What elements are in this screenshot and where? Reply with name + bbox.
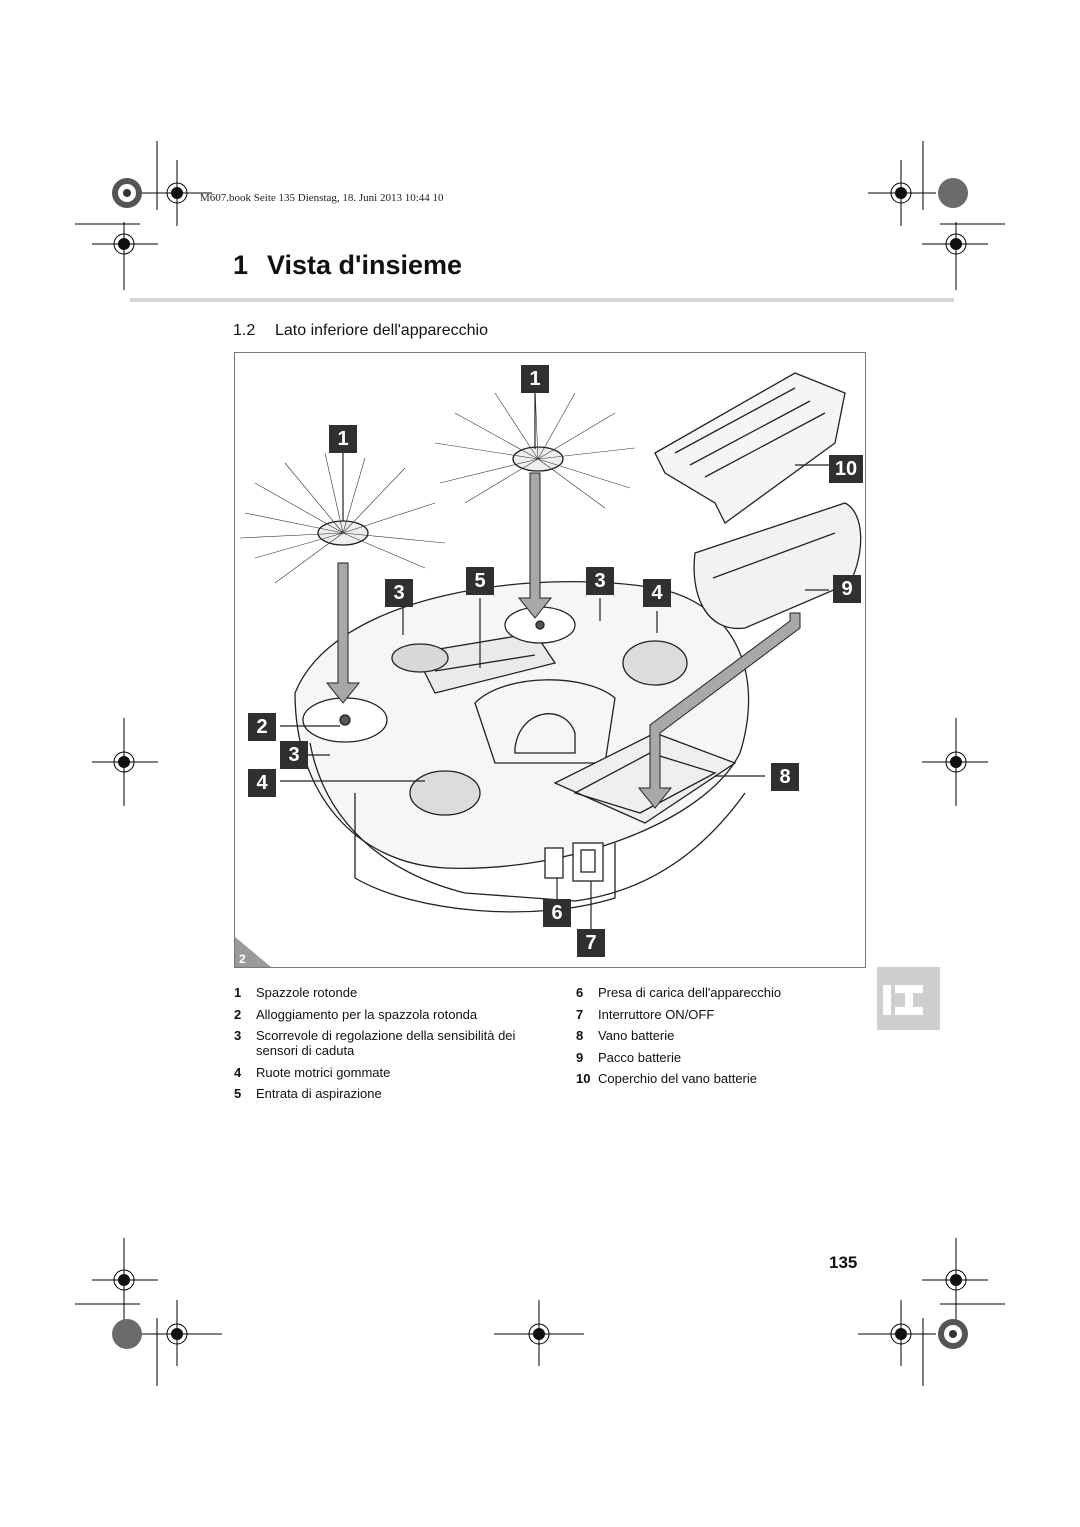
legend-number: 10: [576, 1071, 591, 1087]
legend-item: 9 Pacco batterie: [576, 1050, 781, 1065]
callout-7-power-switch: 7: [577, 929, 605, 957]
figure-number-tab: [235, 937, 271, 967]
legend-number: 6: [576, 985, 584, 1000]
robot-underside-figure: 1 1 10 3 5 3 4 9 2 3 4 8 6 7 2: [234, 352, 866, 968]
legend-text: Spazzole rotonde: [256, 985, 358, 1000]
legend-text: Alloggiamento per la spazzola rotonda: [256, 1006, 478, 1022]
legend-text: Scorrevole di regolazione della sensibil…: [256, 1028, 516, 1059]
legend-number: 4: [234, 1064, 242, 1080]
legend-text: Coperchio del vano batterie: [598, 1071, 757, 1087]
legend-number: 1: [234, 985, 242, 1000]
legend-item: 3 Scorrevole di regolazione della sensib…: [234, 1028, 531, 1058]
legend-item: 4 Ruote motrici gommate: [234, 1065, 531, 1080]
callout-9-battery-pack: 9: [833, 575, 861, 603]
section-heading: 1.2 Lato inferiore dell'apparecchio: [233, 322, 488, 340]
chapter-title: 1 Vista d'insieme: [233, 250, 462, 281]
print-header: M607.book Seite 135 Dienstag, 18. Juni 2…: [200, 192, 444, 204]
callout-3-cliff-slider-right: 3: [586, 567, 614, 595]
chapter-rule: [130, 298, 954, 302]
callout-5-suction-inlet: 5: [466, 567, 494, 595]
italy-tab-icon: [883, 985, 923, 1015]
callout-10-battery-cover: 10: [829, 455, 863, 483]
legend-number: 7: [576, 1006, 584, 1022]
callout-3-cliff-slider-left: 3: [385, 579, 413, 607]
language-tab: [877, 967, 940, 1030]
legend-text: Vano batterie: [598, 1028, 675, 1044]
legend-text: Entrata di aspirazione: [256, 1086, 382, 1102]
legend-item: 6 Presa di carica dell'apparecchio: [576, 985, 781, 1000]
chapter-number: 1: [233, 250, 249, 280]
callout-3-cliff-slider-bottom: 3: [280, 741, 308, 769]
chapter-title-text: Vista d'insieme: [267, 250, 463, 280]
page-number: 135: [829, 1253, 858, 1272]
legend-item: 1 Spazzole rotonde: [234, 985, 531, 1000]
callout-1-right-brush: 1: [521, 365, 549, 393]
legend-text: Pacco batterie: [598, 1049, 682, 1065]
legend-item: 10 Coperchio del vano batterie: [576, 1071, 781, 1086]
callout-1-left-brush: 1: [329, 425, 357, 453]
legend-left-column: 1 Spazzole rotonde 2 Alloggiamento per l…: [234, 985, 531, 1108]
legend-item: 8 Vano batterie: [576, 1028, 781, 1043]
robot-underside-illustration: [239, 372, 862, 929]
callout-6-charging-socket: 6: [543, 899, 571, 927]
legend-text: Presa di carica dell'apparecchio: [598, 985, 782, 1000]
callout-8-battery-compartment: 8: [771, 763, 799, 791]
figure-number: 2: [239, 952, 246, 966]
callout-2-brush-socket: 2: [248, 713, 276, 741]
legend-item: 5 Entrata di aspirazione: [234, 1086, 531, 1101]
section-number: 1.2: [233, 322, 256, 339]
legend-text: Ruote motrici gommate: [256, 1064, 391, 1080]
legend-text: Interruttore ON/OFF: [598, 1006, 715, 1022]
legend-item: 2 Alloggiamento per la spazzola rotonda: [234, 1007, 531, 1022]
section-title: Lato inferiore dell'apparecchio: [275, 322, 488, 339]
callout-4-wheel-left: 4: [248, 769, 276, 797]
legend-number: 8: [576, 1028, 584, 1044]
legend-right-column: 6 Presa di carica dell'apparecchio 7 Int…: [576, 985, 781, 1093]
legend-number: 2: [234, 1006, 242, 1022]
callout-4-wheel-right: 4: [643, 579, 671, 607]
legend-number: 5: [234, 1086, 242, 1102]
legend-number: 3: [234, 1028, 242, 1044]
legend-number: 9: [576, 1049, 584, 1065]
legend-item: 7 Interruttore ON/OFF: [576, 1007, 781, 1022]
